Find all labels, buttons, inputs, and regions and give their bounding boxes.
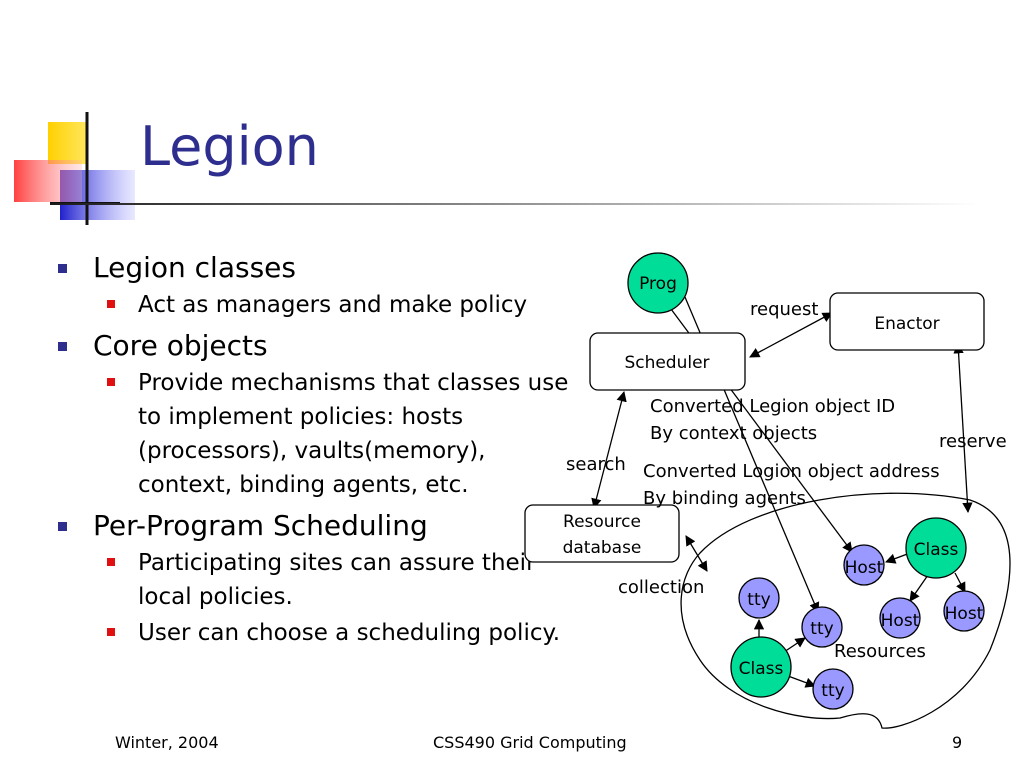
converted-id-label-1: Converted Legion object ID	[650, 396, 895, 417]
bullet-legion-classes: Legion classes	[55, 250, 575, 286]
sub-bullet-scheduling-policy: User can choose a scheduling policy.	[55, 616, 575, 650]
arrow-class-host2	[909, 574, 929, 602]
tty-node-1	[738, 577, 780, 619]
scheduler-label: Scheduler	[624, 353, 709, 373]
collection-label: collection	[618, 577, 704, 598]
enactor-label: Enactor	[874, 314, 939, 334]
request-label: request	[750, 299, 818, 320]
host-node-2	[879, 597, 921, 639]
host-node-1	[843, 544, 885, 586]
bullet-core-objects: Core objects	[55, 328, 575, 364]
sub-bullet-mechanisms: Provide mechanisms that classes use to i…	[55, 366, 575, 502]
tty-label-3: tty	[821, 681, 844, 701]
prog-node	[627, 252, 689, 314]
tty-node-2	[801, 606, 843, 648]
footer-date: Winter, 2004	[115, 733, 219, 752]
class-node-2	[730, 636, 792, 698]
tty-label-1: tty	[747, 590, 770, 610]
converted-id-label-2: By context objects	[650, 423, 817, 444]
class-label-1: Class	[914, 540, 959, 560]
arrow-class2-tty2	[783, 637, 806, 653]
arrow-class-host3	[954, 572, 966, 593]
arrow-class-host1	[885, 552, 911, 564]
enactor-box	[829, 292, 985, 351]
host-label-1: Host	[845, 558, 884, 578]
arrow-reserve	[953, 342, 973, 514]
reserve-label: reserve	[939, 431, 1007, 452]
class-label-2: Class	[739, 659, 784, 679]
prog-label: Prog	[639, 274, 677, 294]
host-node-3	[943, 590, 985, 632]
scheduler-box	[589, 332, 746, 391]
converted-addr-label-2: By binding agents	[643, 488, 806, 509]
footer-page-number: 9	[952, 733, 963, 752]
arrow-collection	[685, 535, 708, 572]
sub-bullet-local-policies: Participating sites can assure their loc…	[55, 546, 575, 614]
arrow-search	[591, 390, 627, 510]
host-label-3: Host	[945, 604, 984, 624]
class-node-1	[905, 517, 967, 579]
tty-label-2: tty	[810, 619, 833, 639]
sub-bullet-managers: Act as managers and make policy	[55, 288, 575, 322]
resource-database-label-2: database	[563, 538, 642, 558]
resources-label: Resources	[834, 641, 926, 662]
arrow-class2-tty3	[787, 675, 816, 688]
page-title: Legion	[140, 115, 319, 178]
resources-region	[680, 492, 1011, 729]
bullet-list: Legion classes Act as managers and make …	[55, 244, 575, 650]
footer-course: CSS490 Grid Computing	[433, 733, 627, 752]
bullet-per-program-scheduling: Per-Program Scheduling	[55, 508, 575, 544]
search-label: search	[566, 454, 626, 475]
converted-addr-label-1: Converted Logion object address	[643, 461, 940, 482]
resource-database-box	[524, 504, 680, 563]
title-divider	[50, 203, 980, 205]
resource-database-label-1: Resource	[563, 512, 641, 532]
tty-node-3	[812, 668, 854, 710]
host-label-2: Host	[881, 611, 920, 631]
arrow-request	[749, 312, 833, 358]
